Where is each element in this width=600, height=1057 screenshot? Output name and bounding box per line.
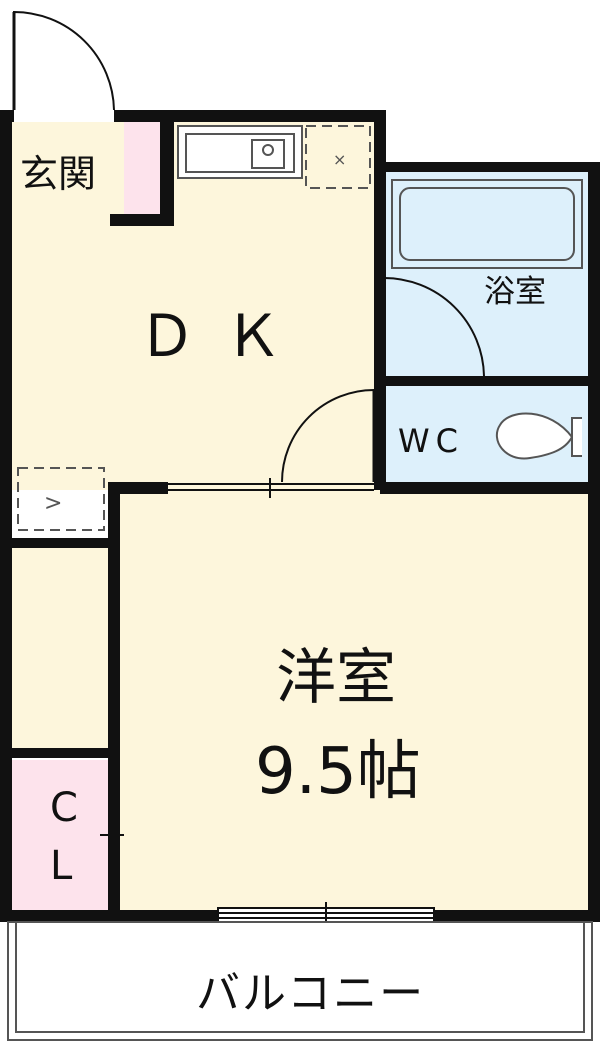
genkan-label: 玄関	[20, 152, 97, 196]
ventilation-box-kitchen	[305, 125, 371, 189]
bath-label: 浴室	[484, 274, 546, 310]
closet-label-l: L	[50, 843, 73, 889]
toilet-icon	[495, 412, 582, 460]
entry-door-gap	[14, 110, 114, 122]
entry-door-swing	[13, 10, 115, 111]
wc-label: WC	[398, 422, 464, 460]
bathtub	[391, 179, 583, 269]
closet-floor	[12, 760, 110, 912]
western-room-floor	[118, 490, 590, 914]
balcony-outline	[7, 921, 593, 1041]
wc-door-swing	[281, 389, 375, 483]
kitchen-counter	[177, 125, 303, 179]
svg-text:×: ×	[333, 150, 346, 169]
ventilation-box-dk	[17, 467, 105, 531]
svg-text:>: >	[44, 491, 62, 516]
closet-sliding-door	[100, 548, 124, 910]
dk-sliding-door	[168, 478, 374, 498]
bath-door-swing	[383, 277, 485, 377]
balcony-label: バルコニー	[196, 968, 426, 1019]
genkan-floor	[12, 120, 124, 218]
western-room-area: 9.5帖	[255, 735, 421, 809]
bath-floor	[382, 170, 590, 378]
western-room-label: 洋室	[276, 643, 396, 713]
closet-label-c: C	[50, 785, 78, 831]
storage-floor	[12, 545, 110, 753]
genkan-step	[124, 120, 160, 218]
dk-label: ＤＫ	[138, 302, 311, 370]
